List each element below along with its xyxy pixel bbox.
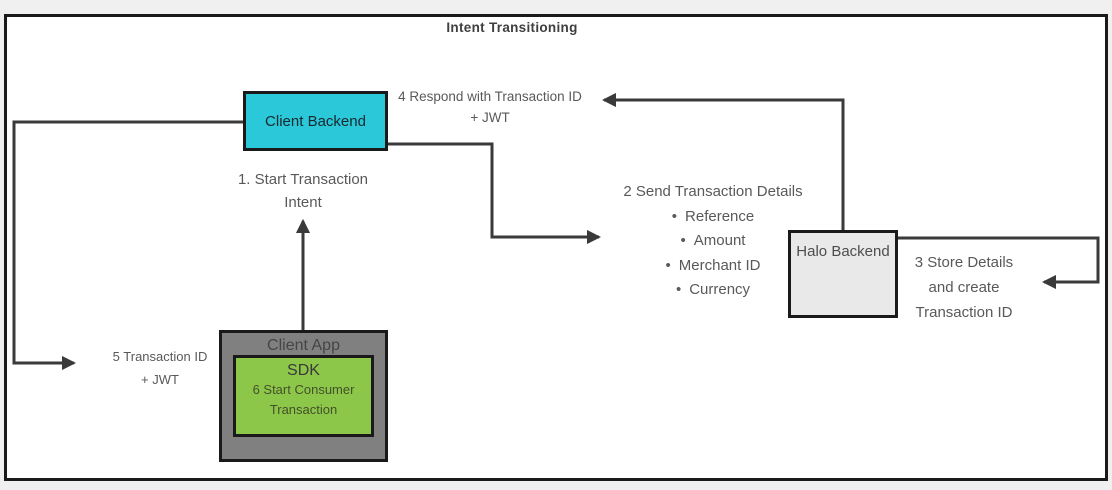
annotation-step1-line1: 1. Start Transaction: [237, 171, 369, 188]
annotation-step2: 2 Send Transaction Details • Reference • A…: [599, 180, 827, 303]
annotation-step5-line1: 5 Transaction ID: [112, 349, 208, 364]
bullet-icon: •: [680, 232, 686, 249]
annotation-step2-bullet-merchant-id: • Merchant ID: [599, 254, 827, 279]
annotation-step5: 5 Transaction ID + JWT: [98, 345, 222, 391]
node-sdk-label: SDK: [287, 362, 320, 379]
annotation-step1: 1. Start Transaction Intent: [213, 168, 393, 214]
annotation-step1-line2: Intent: [284, 194, 322, 211]
node-halo-backend-label: Halo Backend: [796, 243, 890, 260]
node-halo-backend: Halo Backend: [788, 230, 898, 318]
annotation-step2-bullet-currency-label: Currency: [689, 281, 751, 298]
diagram-frame: [4, 14, 1108, 481]
node-client-app-label: Client App: [267, 337, 340, 354]
annotation-step2-title: 2 Send Transaction Details: [623, 183, 803, 200]
annotation-step3-line2: and create: [928, 279, 1000, 296]
node-client-backend: Client Backend: [243, 91, 388, 151]
annotation-step2-bullet-amount: • Amount: [599, 229, 827, 254]
node-client-backend-label: Client Backend: [265, 112, 366, 130]
bullet-icon: •: [675, 281, 682, 298]
bullet-icon: •: [665, 256, 671, 274]
annotation-step3: 3 Store Details and create Transaction I…: [898, 250, 1030, 325]
node-sdk: SDK 6 Start Consumer Transaction: [233, 355, 374, 437]
annotation-step2-bullet-amount-label: Amount: [693, 232, 746, 249]
node-sdk-step6-line2: Transaction: [269, 402, 338, 417]
annotation-step4-line2: + JWT: [470, 110, 510, 125]
bullet-icon: •: [671, 207, 678, 225]
annotation-step4-line1: 4 Respond with Transaction ID: [398, 89, 582, 104]
annotation-step2-bullet-merchant-id-label: Merchant ID: [678, 256, 761, 274]
diagram-title: Intent Transitioning: [446, 20, 578, 35]
annotation-step4: 4 Respond with Transaction ID + JWT: [386, 86, 594, 128]
annotation-step2-bullet-reference: • Reference: [599, 205, 827, 230]
annotation-step3-line1: 3 Store Details: [914, 254, 1014, 271]
annotation-step3-line3: Transaction ID: [915, 304, 1013, 321]
annotation-step2-bullet-reference-label: Reference: [685, 207, 755, 225]
annotation-step5-line2: + JWT: [141, 372, 179, 387]
node-sdk-step6-line1: 6 Start Consumer: [252, 382, 355, 397]
annotation-step2-bullet-currency: • Currency: [599, 278, 827, 303]
